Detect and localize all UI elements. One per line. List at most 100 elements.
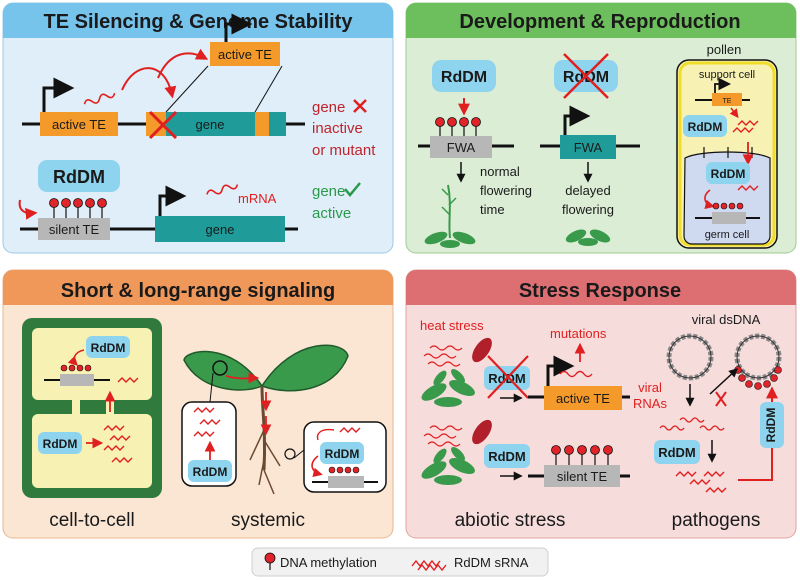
rddm-label: RdDM [53, 167, 105, 187]
heat-waves-icon [423, 345, 463, 367]
systemic-label: systemic [231, 510, 305, 531]
promoter-arrow-icon [224, 13, 253, 42]
gene-inactive-label: gene [312, 99, 345, 116]
promoter-arrow-icon [546, 355, 575, 386]
viral-rnas-label: viral [638, 380, 662, 395]
rddm-label: RdDM [91, 341, 126, 355]
cross-icon [353, 99, 367, 113]
legend: DNA methylation RdDM sRNA [251, 547, 549, 577]
rna-squiggle-icon [559, 370, 593, 378]
legend-methylation-label: DNA methylation [280, 555, 377, 570]
methylation-marks [60, 364, 92, 372]
panel-title: Development & Reproduction [459, 11, 740, 33]
mrna-squiggle-icon [206, 184, 239, 195]
srna-icon [193, 431, 215, 437]
srna-icon [117, 377, 139, 383]
rddm-box [654, 440, 700, 464]
cross-icon [487, 355, 529, 399]
silent-te-element [544, 465, 620, 487]
germ-cell-label: germ cell [705, 229, 750, 241]
gene-inactive-label: inactive [312, 120, 363, 137]
blocked-arrow [709, 368, 738, 395]
silent-te-element [38, 218, 110, 240]
srna-icon [659, 425, 685, 431]
mrna-label: mRNA [238, 191, 277, 206]
inserted-te-element [210, 42, 280, 66]
plant-icon [421, 447, 475, 485]
cell-to-cell-label: cell-to-cell [49, 510, 135, 531]
gene-active-label: active [312, 205, 351, 222]
promoter-arrow-icon [158, 185, 187, 216]
rddm-label: RdDM [193, 465, 228, 479]
panel-header [406, 270, 796, 305]
flowering-plant-icon [424, 184, 476, 248]
srna-icon [705, 487, 727, 493]
srna-icon [109, 435, 131, 441]
rddm-label: RdDM [488, 449, 526, 464]
abiotic-stress-label: abiotic stress [455, 510, 566, 531]
promoter-arrow-icon [714, 77, 732, 93]
gene-label: gene [206, 222, 235, 237]
rddm-label: RdDM [688, 120, 723, 134]
delayed-flowering-label: flowering [562, 202, 614, 217]
gene-label: gene [196, 117, 225, 132]
rddm-arrow [67, 349, 85, 367]
heat-lamp-icon [472, 419, 492, 445]
panel-development-reproduction: Development & Reproduction RdDM FWA norm… [405, 2, 797, 254]
pollen-label: pollen [707, 42, 742, 57]
active-te-element [40, 112, 118, 136]
srna-icon [411, 559, 441, 568]
srna-icon [679, 417, 705, 423]
panel-header [3, 270, 393, 305]
delayed-flowering-label: delayed [565, 183, 611, 198]
srna-icon [737, 120, 759, 126]
srna-icon [732, 127, 754, 133]
panel-header [406, 3, 796, 38]
plant-icon [421, 369, 475, 407]
promoter-arrow-icon [563, 105, 591, 135]
methylation-marks [712, 202, 744, 210]
silent-te-element [60, 374, 94, 386]
normal-flowering-label: time [480, 202, 505, 217]
rddm-box [432, 60, 496, 92]
te-fragment [146, 112, 166, 136]
srna-icon [699, 425, 725, 431]
rddm-label: RdDM [658, 445, 696, 460]
viral-rnas-label: RNAs [633, 396, 667, 411]
zoom-line [254, 65, 283, 113]
support-cell-label: support cell [699, 69, 755, 81]
heat-lamp-icon [472, 337, 492, 363]
rddm-label: RdDM [43, 437, 78, 451]
rddm-box [188, 460, 232, 482]
rna-squiggle-icon [83, 92, 116, 105]
rddm-label: RdDM [441, 69, 487, 86]
fwa-label: FWA [447, 140, 476, 155]
panel-header [3, 3, 393, 38]
rddm-box [683, 115, 727, 137]
rddm-box [38, 432, 82, 454]
srna-icon [675, 471, 697, 477]
zoom-line [165, 65, 209, 113]
transposition-arrow [121, 67, 177, 99]
rddm-arrow [311, 455, 323, 478]
silent-te-label: silent TE [557, 469, 608, 484]
systemic-arrow [225, 372, 260, 384]
rddm-box [320, 442, 364, 464]
cross-icon [563, 53, 609, 99]
pathogens-label: pathogens [672, 510, 761, 531]
inserted-te-label: active TE [218, 47, 272, 62]
cross-icon [715, 391, 727, 407]
promoter-arrow-icon [42, 77, 75, 112]
methylation-marks [551, 445, 613, 465]
methylation-icon [264, 552, 276, 564]
rddm-arrow [704, 189, 715, 210]
srna-icon [339, 427, 361, 433]
srna-icon [689, 479, 711, 485]
srna-icon [703, 471, 725, 477]
srna-icon [737, 185, 759, 191]
rddm-label: RdDM [711, 167, 746, 181]
legend-srna-label: RdDM sRNA [454, 555, 529, 570]
srna-icon [111, 457, 133, 463]
te-label: TE [723, 98, 732, 105]
heat-stress-label: heat stress [420, 318, 484, 333]
